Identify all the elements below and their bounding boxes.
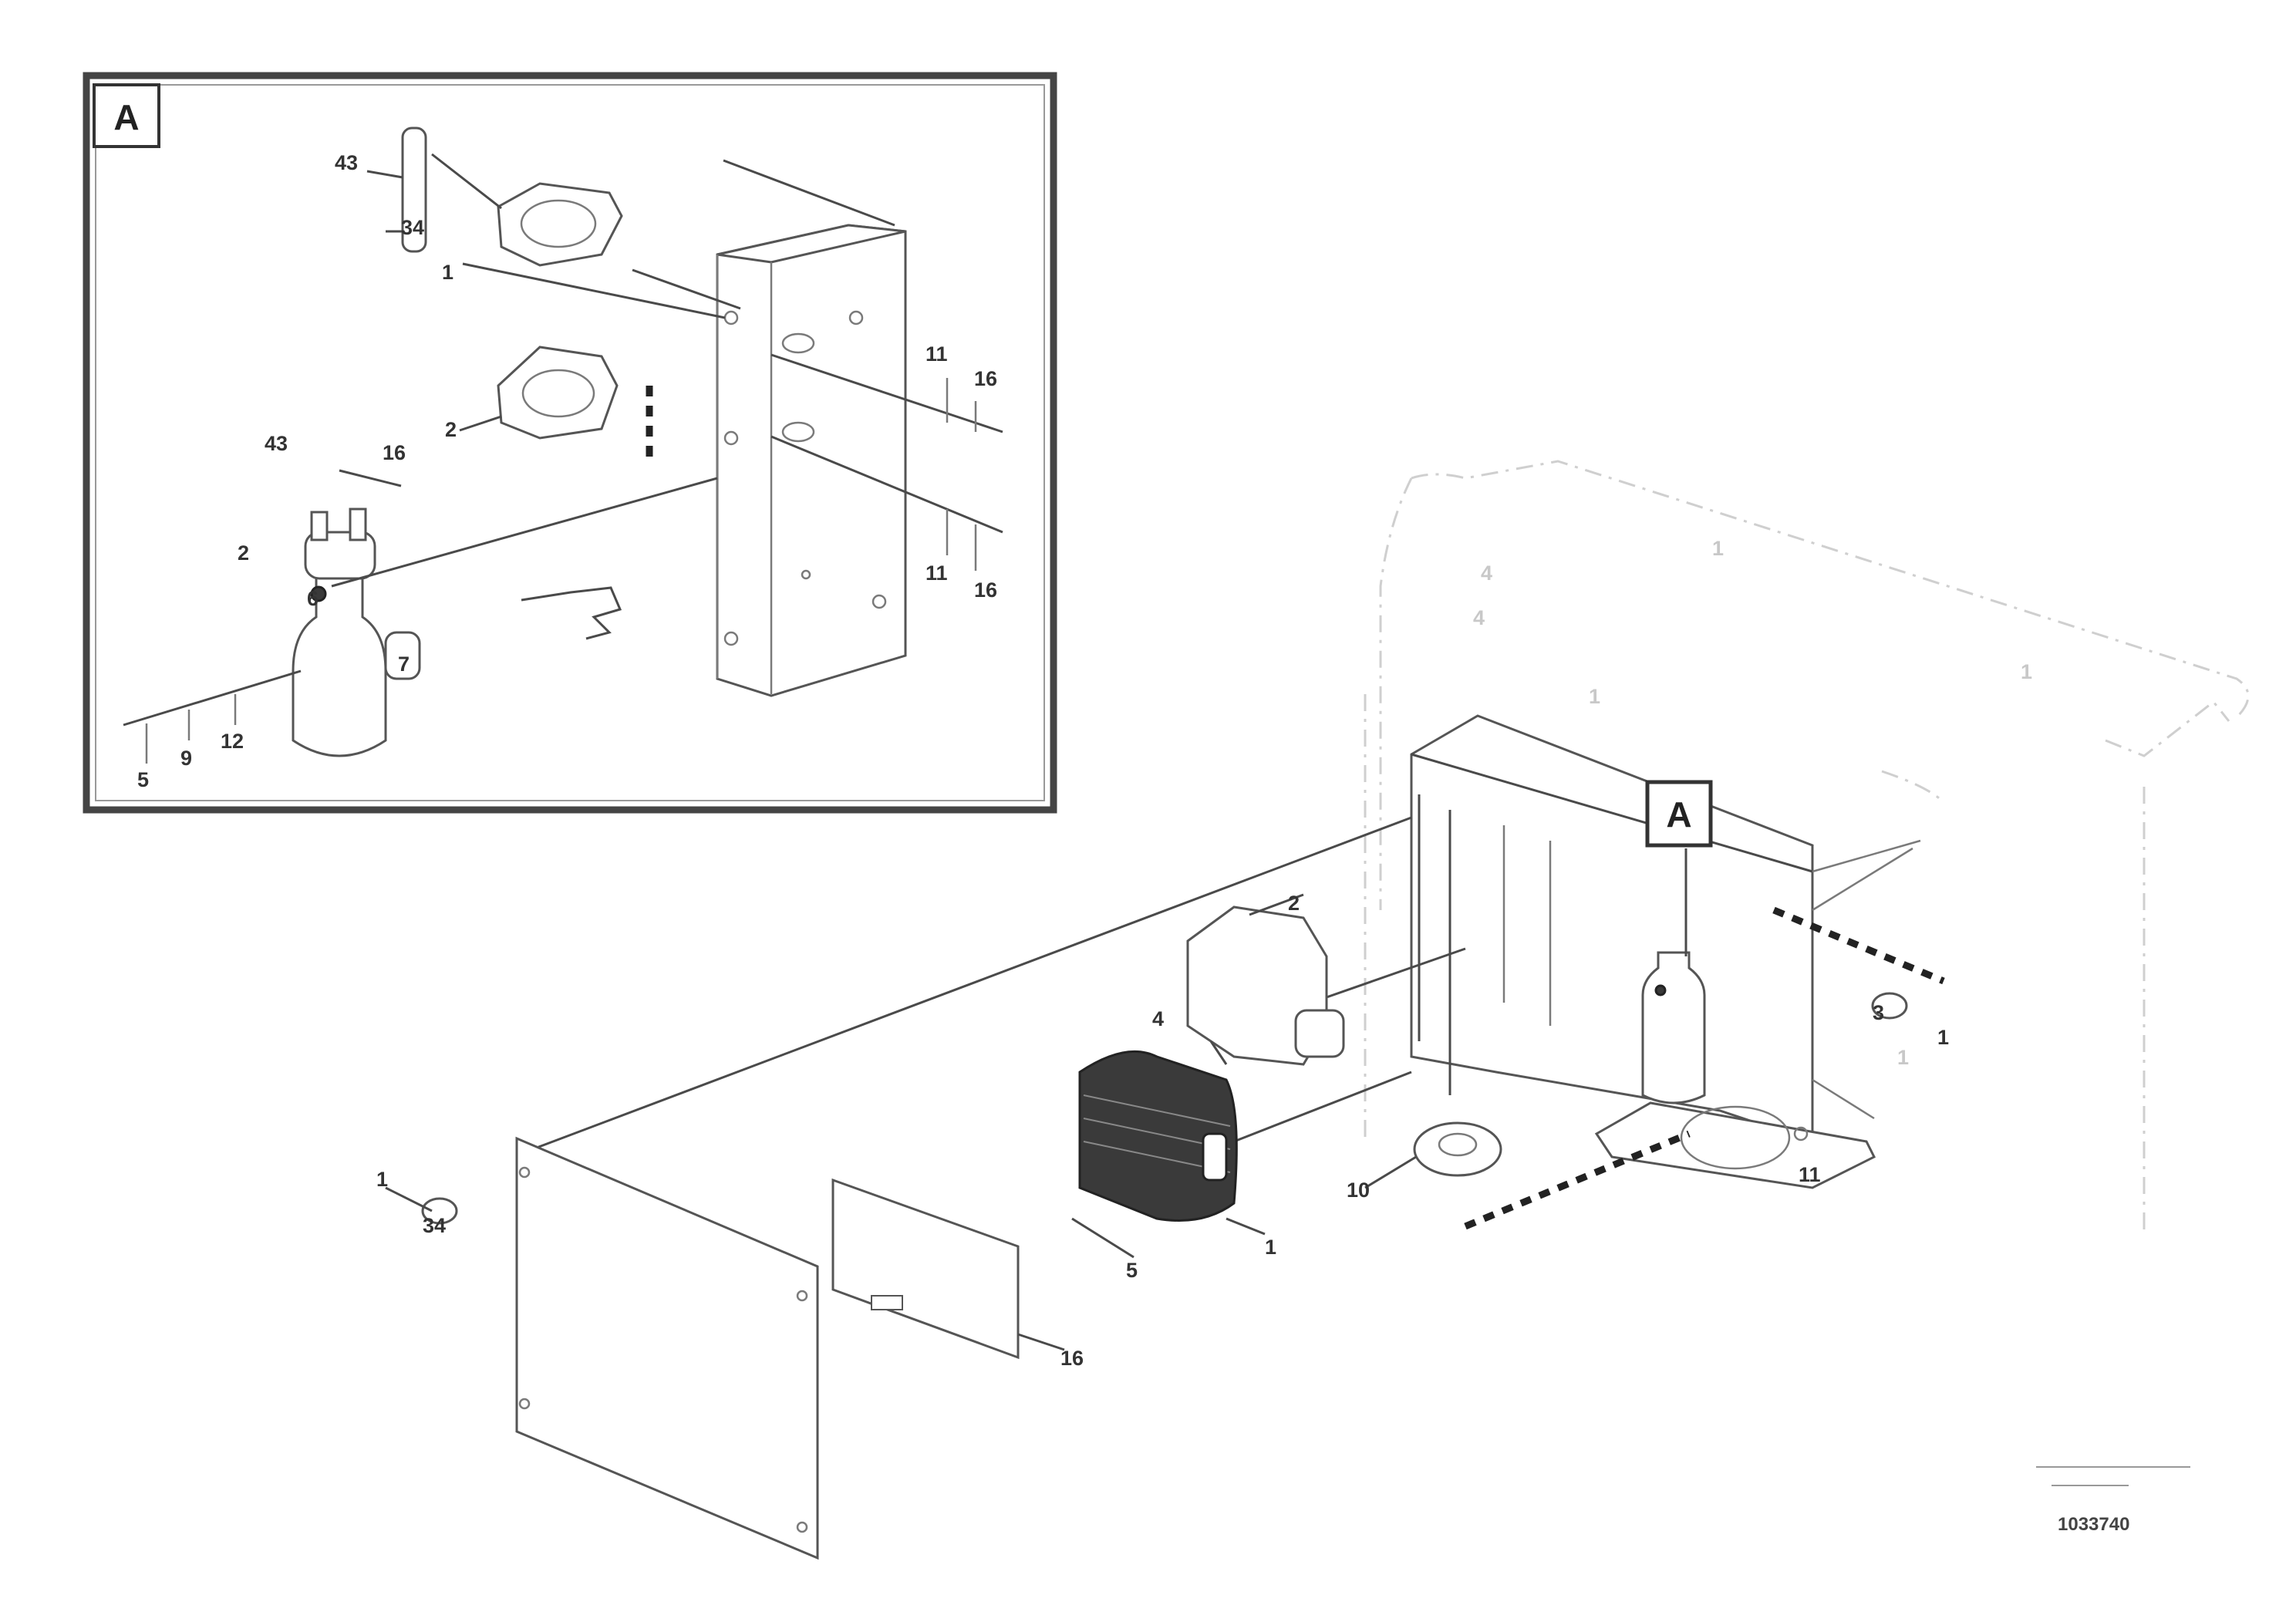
pressure-switch xyxy=(123,469,718,764)
drawing-reference: 1033740 xyxy=(2036,1466,2190,1535)
callout: 2 xyxy=(445,418,457,441)
callout: 2 xyxy=(238,541,249,565)
clip-bracket xyxy=(366,126,427,253)
ghost-callout: 4 xyxy=(1473,606,1485,629)
dashed-bolt-lines xyxy=(1464,906,1945,1230)
callout: 1 xyxy=(376,1168,388,1191)
detail-frame xyxy=(83,72,1057,814)
callout: 16 xyxy=(974,578,997,602)
drawing-code: 1033740 xyxy=(2058,1514,2129,1535)
callout: 4 xyxy=(1152,1007,1164,1030)
ghost-callout: 4 xyxy=(1481,561,1492,585)
callout: 5 xyxy=(1126,1259,1138,1282)
callout: 16 xyxy=(383,441,406,464)
main-pressure-switch xyxy=(1641,848,1706,1104)
detail-ref-letter: A xyxy=(113,97,139,137)
main-relay xyxy=(1186,893,1345,1066)
callout: 16 xyxy=(974,367,997,390)
machine-outline-ghost: 1 4 4 1 1 1 xyxy=(1364,460,2250,1234)
callout: 1 xyxy=(1265,1236,1276,1259)
ghost-callout: 1 xyxy=(1897,1046,1909,1069)
callout: 43 xyxy=(335,151,358,174)
ghost-callout: 1 xyxy=(1712,537,1724,560)
main-ref-letter: A xyxy=(1666,794,1691,835)
detail-ref-box xyxy=(93,83,160,148)
ghost-callout: 1 xyxy=(1589,685,1600,708)
mounting-plate xyxy=(521,159,907,697)
washers xyxy=(421,992,1908,1225)
callout: 10 xyxy=(1347,1179,1370,1202)
callout: 11 xyxy=(1799,1163,1821,1186)
callout: 43 xyxy=(265,432,288,455)
cover-plates xyxy=(385,1136,1065,1560)
callout: 1 xyxy=(442,261,453,284)
callout: 3 xyxy=(1873,1001,1884,1024)
callout: 12 xyxy=(221,730,244,753)
callout: 2 xyxy=(1288,892,1300,915)
control-unit xyxy=(1071,1050,1266,1259)
detail-frame-inner xyxy=(95,84,1045,801)
callout: 34 xyxy=(401,216,424,239)
detail-inset: A xyxy=(83,72,1057,814)
relay-middle xyxy=(459,346,653,463)
callout: 11 xyxy=(925,561,948,585)
main-ref-marker: A xyxy=(1645,780,1713,848)
callout: 1 xyxy=(1937,1026,1949,1049)
ghost-callout: 1 xyxy=(2021,660,2032,683)
callout: 11 xyxy=(925,342,948,366)
relay-top xyxy=(431,153,741,319)
detail-callouts: 43 34 1 2 11 16 43 16 2 6 7 5 9 12 11 16 xyxy=(137,151,997,791)
callout: 5 xyxy=(137,768,149,791)
plate-bolts xyxy=(770,353,1003,571)
callout: 7 xyxy=(398,653,410,676)
main-ref-box xyxy=(1645,780,1713,848)
callout: 34 xyxy=(423,1214,446,1237)
main-callouts: 2 4 1 5 16 1 34 1 3 11 10 11 xyxy=(376,892,1949,1370)
callout: 6 xyxy=(307,587,319,610)
callout: 9 xyxy=(180,747,192,770)
callout: 16 xyxy=(1060,1347,1084,1370)
assembly-lines xyxy=(524,816,1913,1154)
